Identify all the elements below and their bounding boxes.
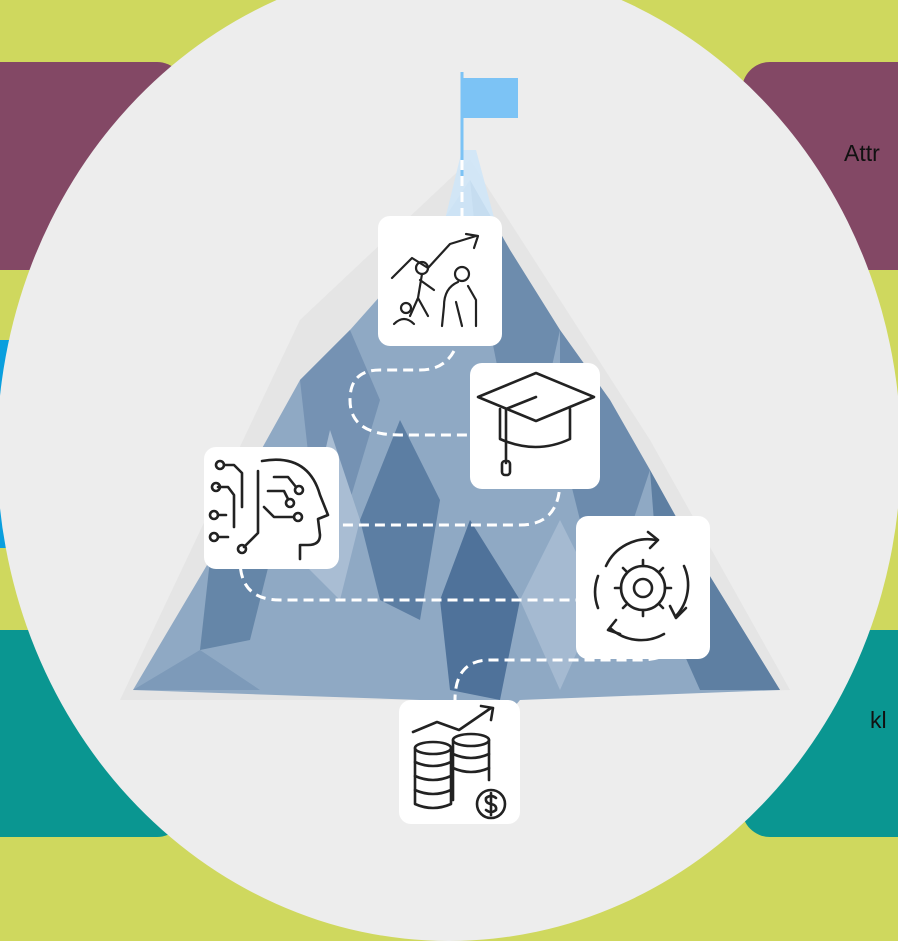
ai-head-icon — [204, 447, 339, 569]
mountain-illustration — [133, 72, 780, 824]
right-bottom-label: kl — [870, 707, 887, 733]
trail-path — [238, 160, 682, 720]
money-growth-icon — [399, 700, 520, 824]
graduation-cap-icon — [470, 363, 600, 489]
gear-cycle-icon — [576, 516, 710, 659]
summit-flag — [462, 78, 518, 118]
growth-people-icon — [378, 216, 502, 346]
right-top-label: Attr — [844, 140, 880, 166]
